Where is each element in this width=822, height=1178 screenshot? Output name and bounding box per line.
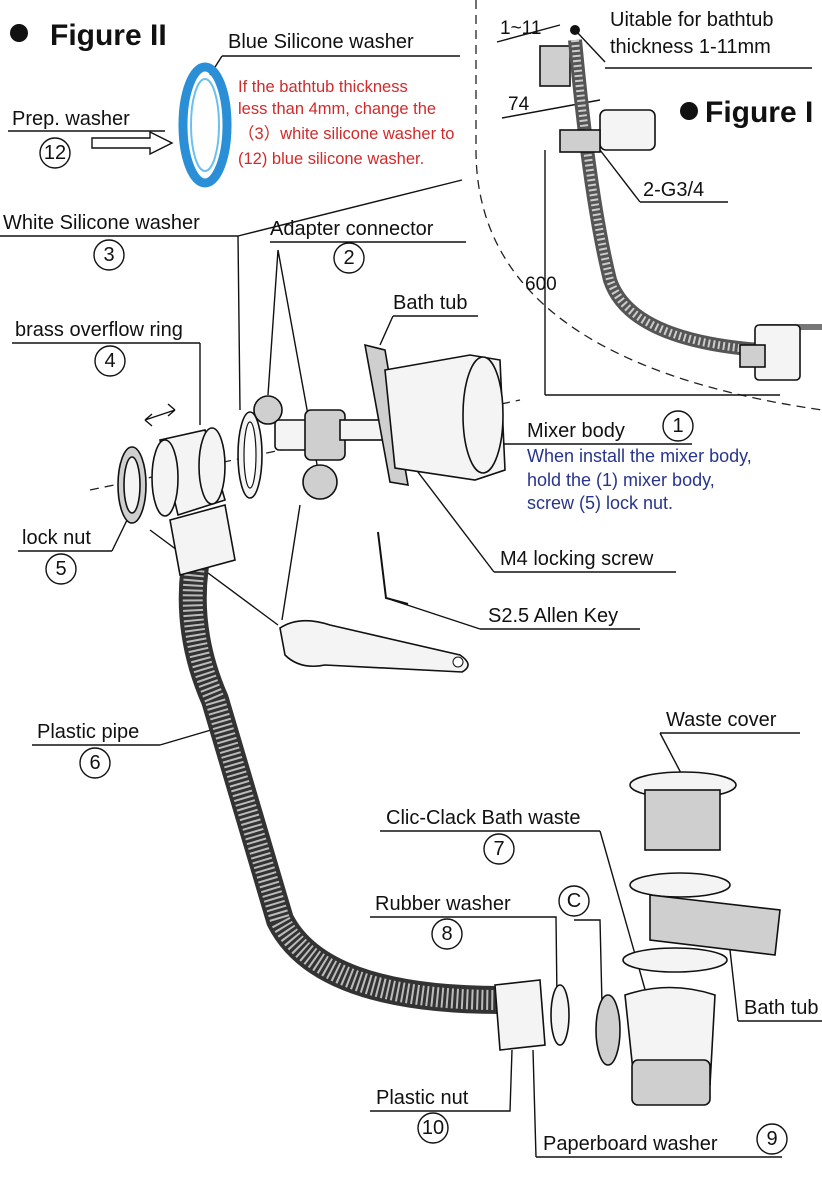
bath-tub-2-leader <box>729 949 739 1022</box>
overflow-ring-label: brass overflow ring <box>15 319 183 341</box>
g34-leader <box>599 149 641 203</box>
blue-washer-label: Blue Silicone washer <box>228 31 414 53</box>
double-arrow-icon <box>144 403 176 427</box>
plastic-pipe-num: 6 <box>89 752 100 774</box>
dim-74-label: 74 <box>508 94 530 115</box>
figure-i-panel: Figure I 1~11 Uitable for bathtub thickn… <box>475 0 822 411</box>
blue-note-line2: hold the (1) mixer body, <box>527 470 715 490</box>
thickness-range-label: 1~11 <box>500 18 541 39</box>
allen-key-label: S2.5 Allen Key <box>488 605 618 627</box>
assembly-labels: White Silicone washer 3 Adapter connecto… <box>0 179 822 1158</box>
suitable-leader <box>574 29 606 63</box>
rubber-washer-num: 8 <box>441 923 452 945</box>
white-washer-label: White Silicone washer <box>3 212 200 234</box>
dim-600-label: 600 <box>525 274 557 295</box>
red-note-line3: （3）white silicone washer to <box>238 124 454 143</box>
c-leader <box>574 919 603 1006</box>
prep-washer-label: Prep. washer <box>12 108 130 130</box>
small-waste-nut <box>739 344 766 368</box>
blue-note-line3: screw (5) lock nut. <box>527 493 673 513</box>
small-mixer-body <box>599 109 656 151</box>
blue-washer-ring <box>178 62 232 188</box>
lock-nut-label: lock nut <box>22 527 91 549</box>
white-washer-leader <box>237 179 463 411</box>
bath-tub-leader <box>379 315 394 346</box>
rubber-washer <box>550 984 570 1046</box>
thickness-range-underline <box>496 24 561 43</box>
g34-label: 2-G3/4 <box>643 179 704 201</box>
clic-clack-label: Clic-Clack Bath waste <box>386 807 581 829</box>
prep-arrow-icon <box>91 130 174 156</box>
c-num-circle <box>558 885 590 917</box>
paperboard-washer-leader <box>532 1049 537 1158</box>
prep-washer-num: 12 <box>44 142 66 164</box>
adapter-label: Adapter connector <box>270 218 434 240</box>
bath-tub-label: Bath tub <box>393 292 468 314</box>
plastic-pipe <box>178 536 501 1014</box>
allen-key-leader <box>391 599 481 630</box>
pipe-sleeve <box>169 503 236 577</box>
plastic-nut-num: 10 <box>422 1117 444 1139</box>
c-label: C <box>567 890 581 912</box>
clic-clack-leader <box>599 830 649 1001</box>
suitable-label-line1: Uitable for bathtub <box>610 9 773 31</box>
spanner <box>279 619 469 673</box>
figure-ii-bullet-icon <box>10 24 28 42</box>
adapter-connector-top <box>253 395 283 425</box>
adapter-threaded-body <box>304 409 346 461</box>
plastic-nut-label: Plastic nut <box>376 1087 469 1109</box>
paperboard-washer-label: Paperboard washer <box>543 1133 718 1155</box>
red-note-line1: If the bathtub thickness <box>238 78 408 96</box>
bath-tub-2-label: Bath tub <box>744 997 819 1019</box>
rubber-washer-label: Rubber washer <box>375 893 511 915</box>
blue-note-line1: When install the mixer body, <box>527 446 752 466</box>
m4-screw-label: M4 locking screw <box>500 548 654 570</box>
adapter-connector-bottom <box>302 464 338 500</box>
mixer-body-num: 1 <box>672 415 683 437</box>
waste-thread <box>644 789 721 851</box>
lock-nut-leader <box>111 517 129 552</box>
lock-nut-num: 5 <box>55 558 66 580</box>
plastic-pipe-label: Plastic pipe <box>37 721 139 743</box>
small-tap-icon <box>539 45 571 87</box>
tool-arrows <box>149 504 301 626</box>
thickness-point <box>570 25 580 35</box>
overflow-ring-num: 4 <box>104 350 115 372</box>
figure-i-bullet-icon <box>680 102 698 120</box>
figure-i-boundary <box>475 0 822 411</box>
plastic-nut-leader <box>500 1049 513 1112</box>
waste-washer-upper <box>629 872 731 898</box>
mixer-body-label: Mixer body <box>527 420 625 442</box>
waste-washer-lower <box>622 947 728 973</box>
prep-washer-num-circle <box>39 137 71 169</box>
paperboard-washer <box>595 994 621 1066</box>
figure-i-title: Figure I <box>705 96 813 129</box>
paperboard-washer-num: 9 <box>766 1128 777 1150</box>
clic-clack-num: 7 <box>493 838 504 860</box>
allen-key <box>377 531 409 605</box>
rubber-washer-leader <box>540 916 558 1001</box>
red-note-line4: (12) blue silicone washer. <box>238 150 424 168</box>
waste-cover-leader <box>659 732 683 776</box>
suitable-label-line2: thickness 1-11mm <box>610 36 771 58</box>
figure-ii-panel: Figure II Blue Silicone washer If the ba… <box>8 19 460 188</box>
m4-screw-leader <box>404 454 495 573</box>
bath-tub-section <box>649 894 781 956</box>
small-connector <box>559 129 601 153</box>
red-note-line2: less than 4mm, change the <box>238 100 436 118</box>
assembly-drawing <box>89 343 781 1106</box>
waste-cover-label: Waste cover <box>666 709 777 731</box>
white-washer-num: 3 <box>103 244 114 266</box>
plastic-nut <box>494 979 546 1051</box>
figure-ii-title: Figure II <box>50 19 167 52</box>
adapter-num: 2 <box>343 247 354 269</box>
waste-bottom-thread <box>631 1059 711 1106</box>
